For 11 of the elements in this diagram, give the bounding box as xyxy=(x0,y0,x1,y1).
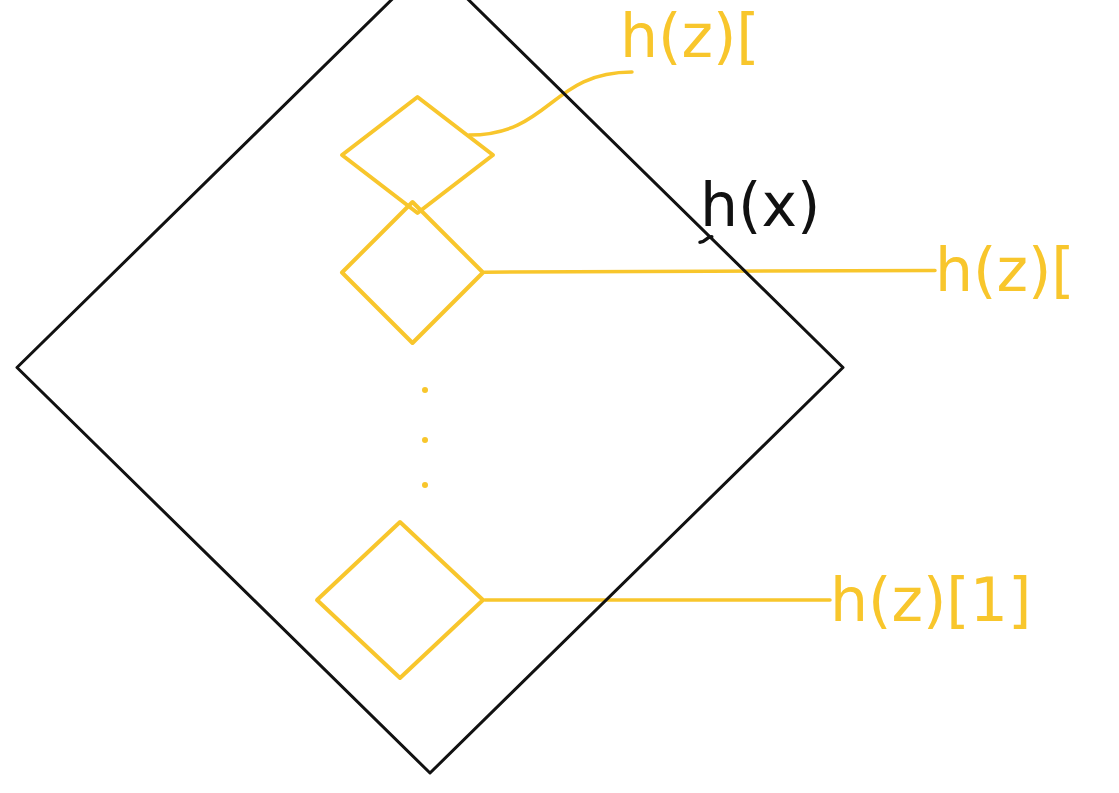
leader-line xyxy=(483,598,832,602)
diamond-outline xyxy=(315,520,485,680)
handwritten-label: h(z)[ xyxy=(620,0,830,72)
handwritten-label: h(z)[ xyxy=(935,230,1119,310)
leader-line xyxy=(467,70,634,137)
diamond-outline xyxy=(340,200,485,345)
handwritten-label: h(x) xyxy=(700,165,860,245)
leader-line xyxy=(698,234,714,244)
diamond-outline xyxy=(340,95,495,215)
leader-line xyxy=(482,268,937,274)
handwritten-label: h(z)[1] xyxy=(830,560,1100,640)
